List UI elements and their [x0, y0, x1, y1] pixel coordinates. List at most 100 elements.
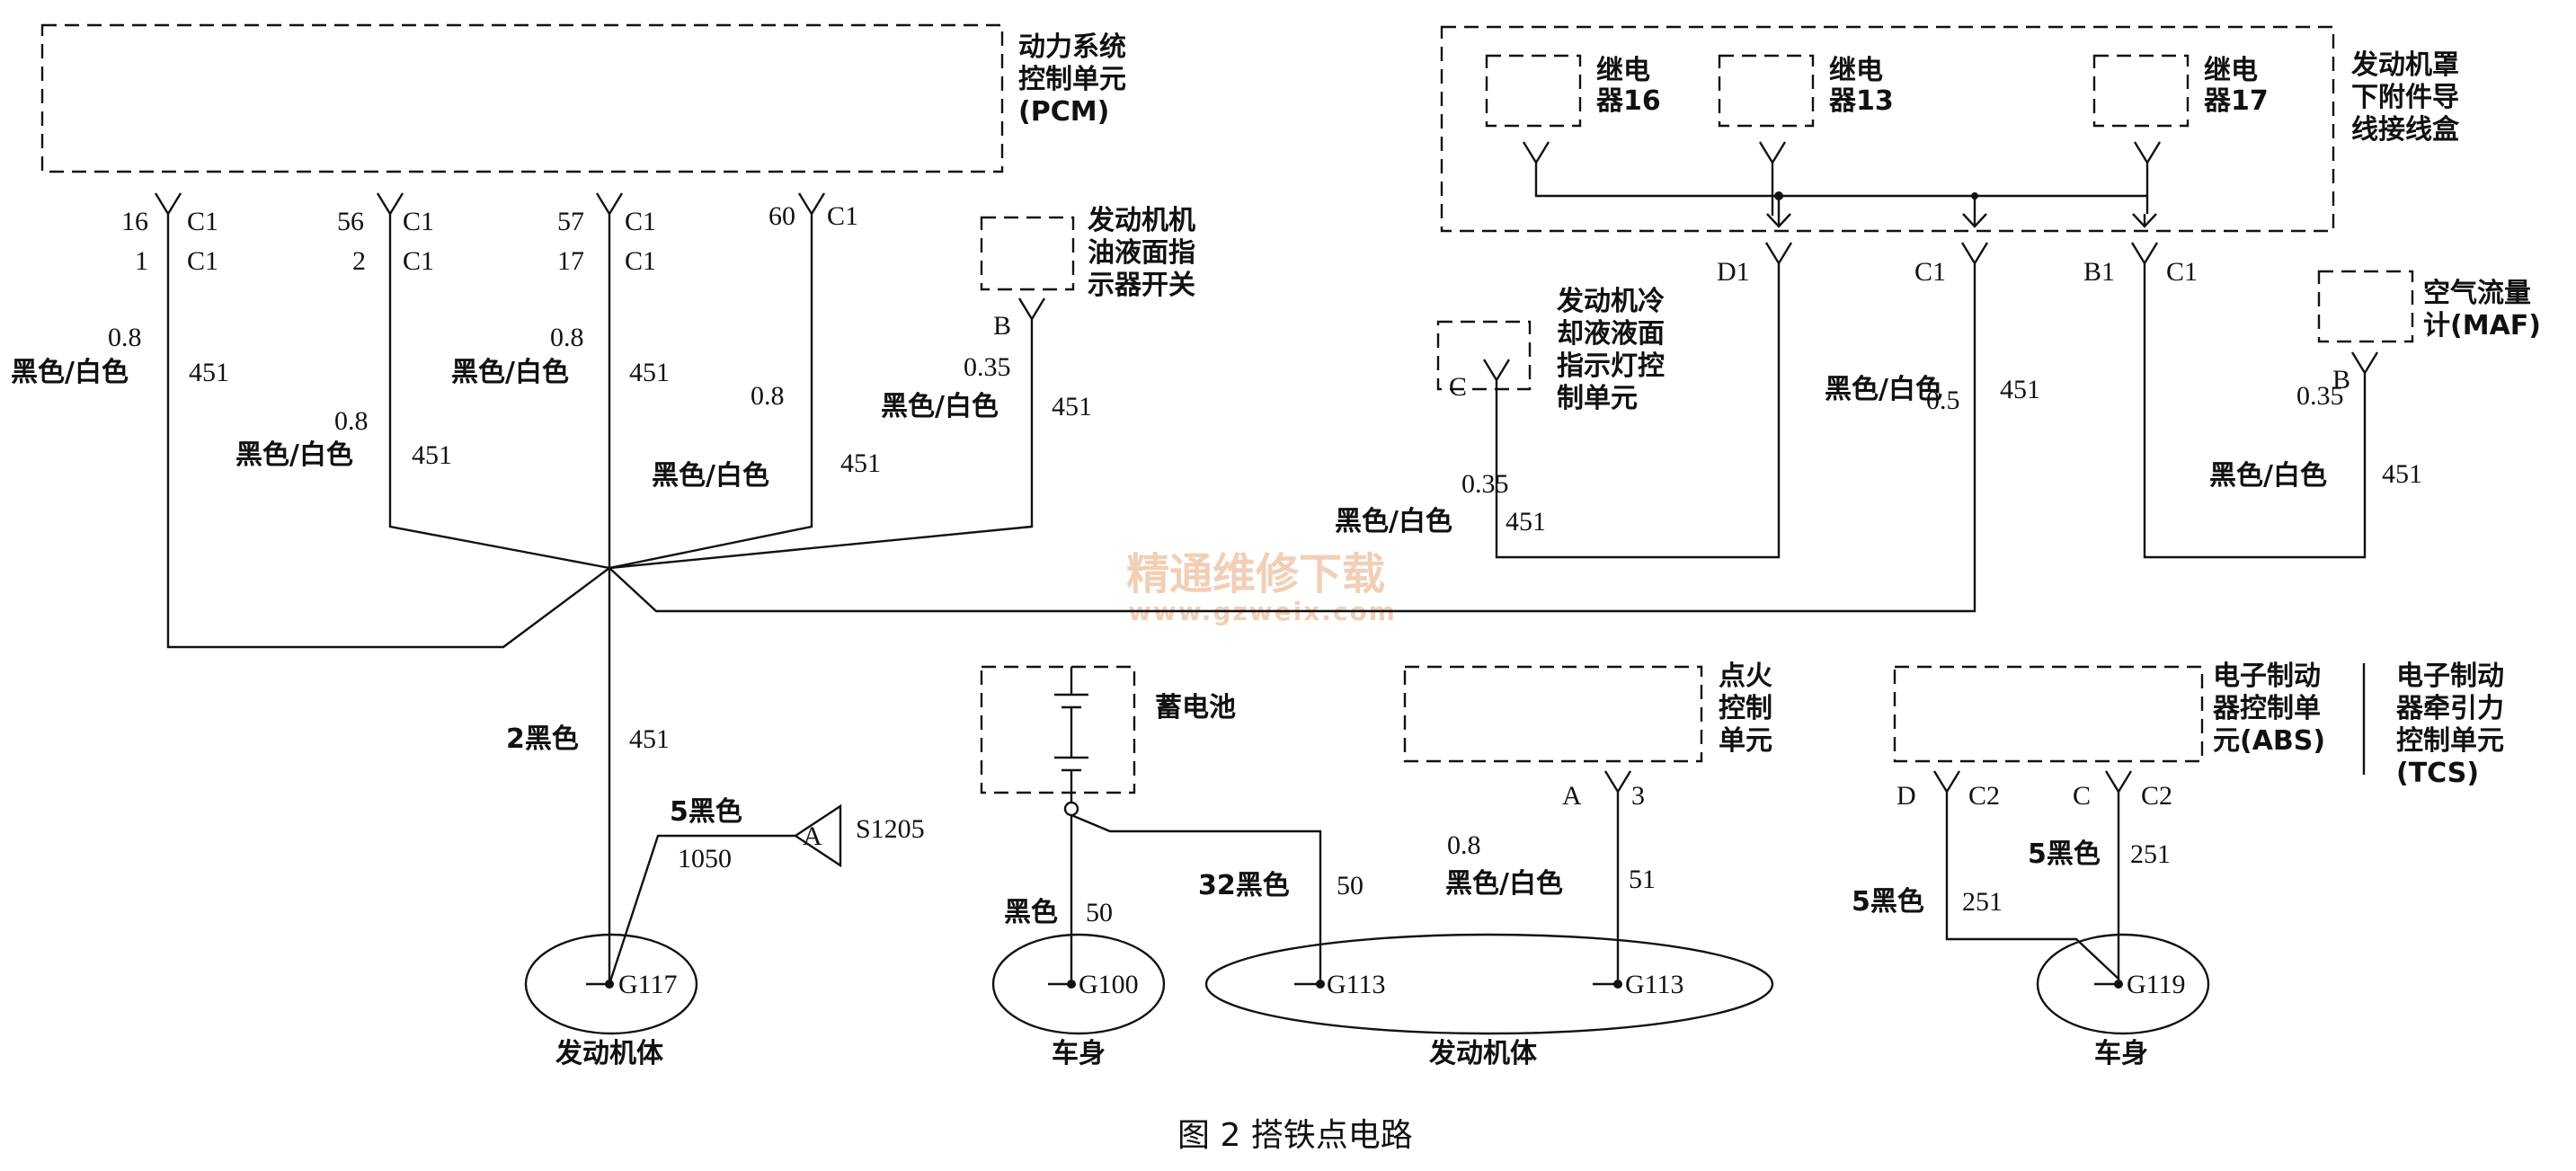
label-line: 却液液面	[1557, 318, 1665, 350]
label-line: 油液面指	[1088, 237, 1195, 269]
pin-c1: C1	[187, 207, 218, 236]
ground-g113: G113	[1625, 970, 1684, 999]
pin-56: 56	[337, 207, 364, 236]
relay13-box	[1718, 54, 1815, 128]
label-line: 器17	[2203, 85, 2269, 117]
label-line: 点火	[1719, 661, 1772, 692]
battery-box	[980, 665, 1136, 794]
pin-c: C	[2073, 781, 2091, 811]
relay16-box	[1485, 54, 1582, 128]
label-line: 制单元	[1557, 383, 1638, 414]
pin-c1: C1	[2166, 257, 2198, 287]
wire-circuit: 50	[1086, 898, 1113, 927]
pin-c2: C2	[2141, 781, 2172, 811]
maf-label: 空气流量计(MAF)	[2423, 278, 2541, 342]
label-line: 继电	[1596, 55, 1650, 86]
label-line: 发动机冷	[1556, 286, 1665, 317]
label-line: 元(ABS)	[2213, 725, 2325, 757]
ground-location: 车身	[2094, 1038, 2148, 1069]
wire-circuit: 51	[1629, 865, 1656, 894]
pin-60: 60	[768, 201, 795, 231]
wire-size: 0.35	[1461, 469, 1509, 499]
wire-color: 32黑色	[1198, 870, 1290, 901]
wire-circuit: 50	[1337, 871, 1364, 900]
wire-circuit: 451	[2382, 459, 2422, 489]
wire-color: 黑色/白色	[652, 460, 769, 492]
battery-label: 蓄电池	[1155, 692, 1236, 723]
wire-color: 5黑色	[2028, 838, 2101, 870]
pin-c1: C1	[187, 246, 218, 276]
pin-b: B	[2332, 365, 2350, 395]
label-line: 控制单元	[2396, 725, 2504, 757]
relay17-box	[2092, 54, 2190, 128]
pin-labels: 16 C1 1 C1 56 C1 2 C1 57 C1 17 C1 60 C1 …	[121, 201, 2350, 811]
pin-c1: C1	[827, 201, 858, 231]
oil-switch-label: 发动机机油液面指示器开关	[1087, 205, 1195, 301]
ground-location: 发动机体	[555, 1038, 664, 1069]
wire-size: 0.8	[108, 323, 142, 352]
wire-circuit: 451	[1052, 392, 1092, 421]
label-line: 继电	[2204, 55, 2258, 86]
battery-symbol	[1054, 667, 1088, 817]
splice-s1205: S1205	[856, 814, 925, 844]
ignition-label: 点火控制单元	[1719, 661, 1772, 757]
wire-size: 0.35	[964, 352, 1011, 382]
wire-size: 0.8	[751, 381, 785, 411]
relay17-label: 继电器17	[2203, 55, 2269, 117]
wire-color: 黑色/白色	[451, 357, 569, 388]
watermark-chinese: 精通维修下载	[1126, 549, 1385, 599]
label-line: 器13	[1828, 85, 1894, 117]
wire-size: 0.8	[550, 323, 584, 352]
wire-circuit: 451	[629, 724, 670, 754]
wires	[166, 175, 2367, 985]
label-line: 计(MAF)	[2423, 310, 2541, 342]
maf-box	[2317, 270, 2414, 343]
tcs-label: 电子制动器牵引力控制单元(TCS)	[2395, 661, 2504, 789]
junction-arrows	[1766, 213, 2157, 228]
pin-b: B	[993, 311, 1011, 341]
coolant-module-box	[1436, 320, 1532, 391]
wire-color: 黑色/白色	[11, 357, 129, 388]
wire-color: 黑色/白色	[235, 439, 353, 471]
pin-16: 16	[121, 207, 148, 236]
wire-color: 黑色/白色	[2209, 460, 2327, 492]
pin-2: 2	[352, 246, 366, 276]
wire-circuit: 451	[189, 358, 229, 387]
label-line: 发动机罩	[2350, 49, 2459, 81]
connector-symbols	[154, 141, 2379, 804]
oil-switch-box	[980, 216, 1075, 291]
ground-labels: G117 发动机体 G100 车身 G113 G113 发动机体 G119 车身	[555, 970, 2186, 1069]
pin-d1: D1	[1717, 257, 1750, 287]
ignition-box	[1403, 665, 1703, 763]
wire-circuit: 451	[412, 440, 452, 470]
ground-g100: G100	[1079, 970, 1139, 999]
junction-box	[1440, 25, 2335, 233]
pcm-label: 动力系统控制单元(PCM)	[1018, 31, 1126, 128]
label-line: 控制	[1719, 693, 1772, 724]
wire-circuit: 451	[1506, 507, 1546, 537]
label-line: 空气流量	[2423, 278, 2531, 309]
pin-d: D	[1896, 781, 1916, 811]
wire-circuit: 451	[2000, 375, 2040, 404]
label-line: 电子制动	[2213, 661, 2321, 692]
label-line: 器16	[1595, 85, 1661, 117]
label-line: 示器开关	[1088, 270, 1195, 301]
wire-size: 0.8	[334, 406, 369, 436]
pin-c1: C1	[403, 246, 434, 276]
ground-g119: G119	[2127, 970, 2186, 999]
splice-pin-a: A	[803, 821, 822, 851]
pin-17: 17	[557, 246, 584, 276]
wire-color: 5黑色	[670, 796, 742, 828]
pcm-box	[40, 23, 1004, 173]
wire-circuit: 251	[1962, 887, 2003, 917]
wire-circuit: 451	[840, 448, 881, 478]
wire-size: 0.5	[1926, 386, 1960, 415]
pin-a: A	[1562, 781, 1582, 811]
ground-g113: G113	[1327, 970, 1386, 999]
label-line: 继电	[1829, 55, 1883, 86]
wire-labels: 0.8 黑色/白色 451 0.8 黑色/白色 451 0.8 黑色/白色 45…	[11, 323, 2422, 928]
abs-box	[1893, 665, 2204, 763]
label-line: 器控制单	[2212, 693, 2321, 724]
label-line: 发动机机	[1087, 205, 1195, 236]
